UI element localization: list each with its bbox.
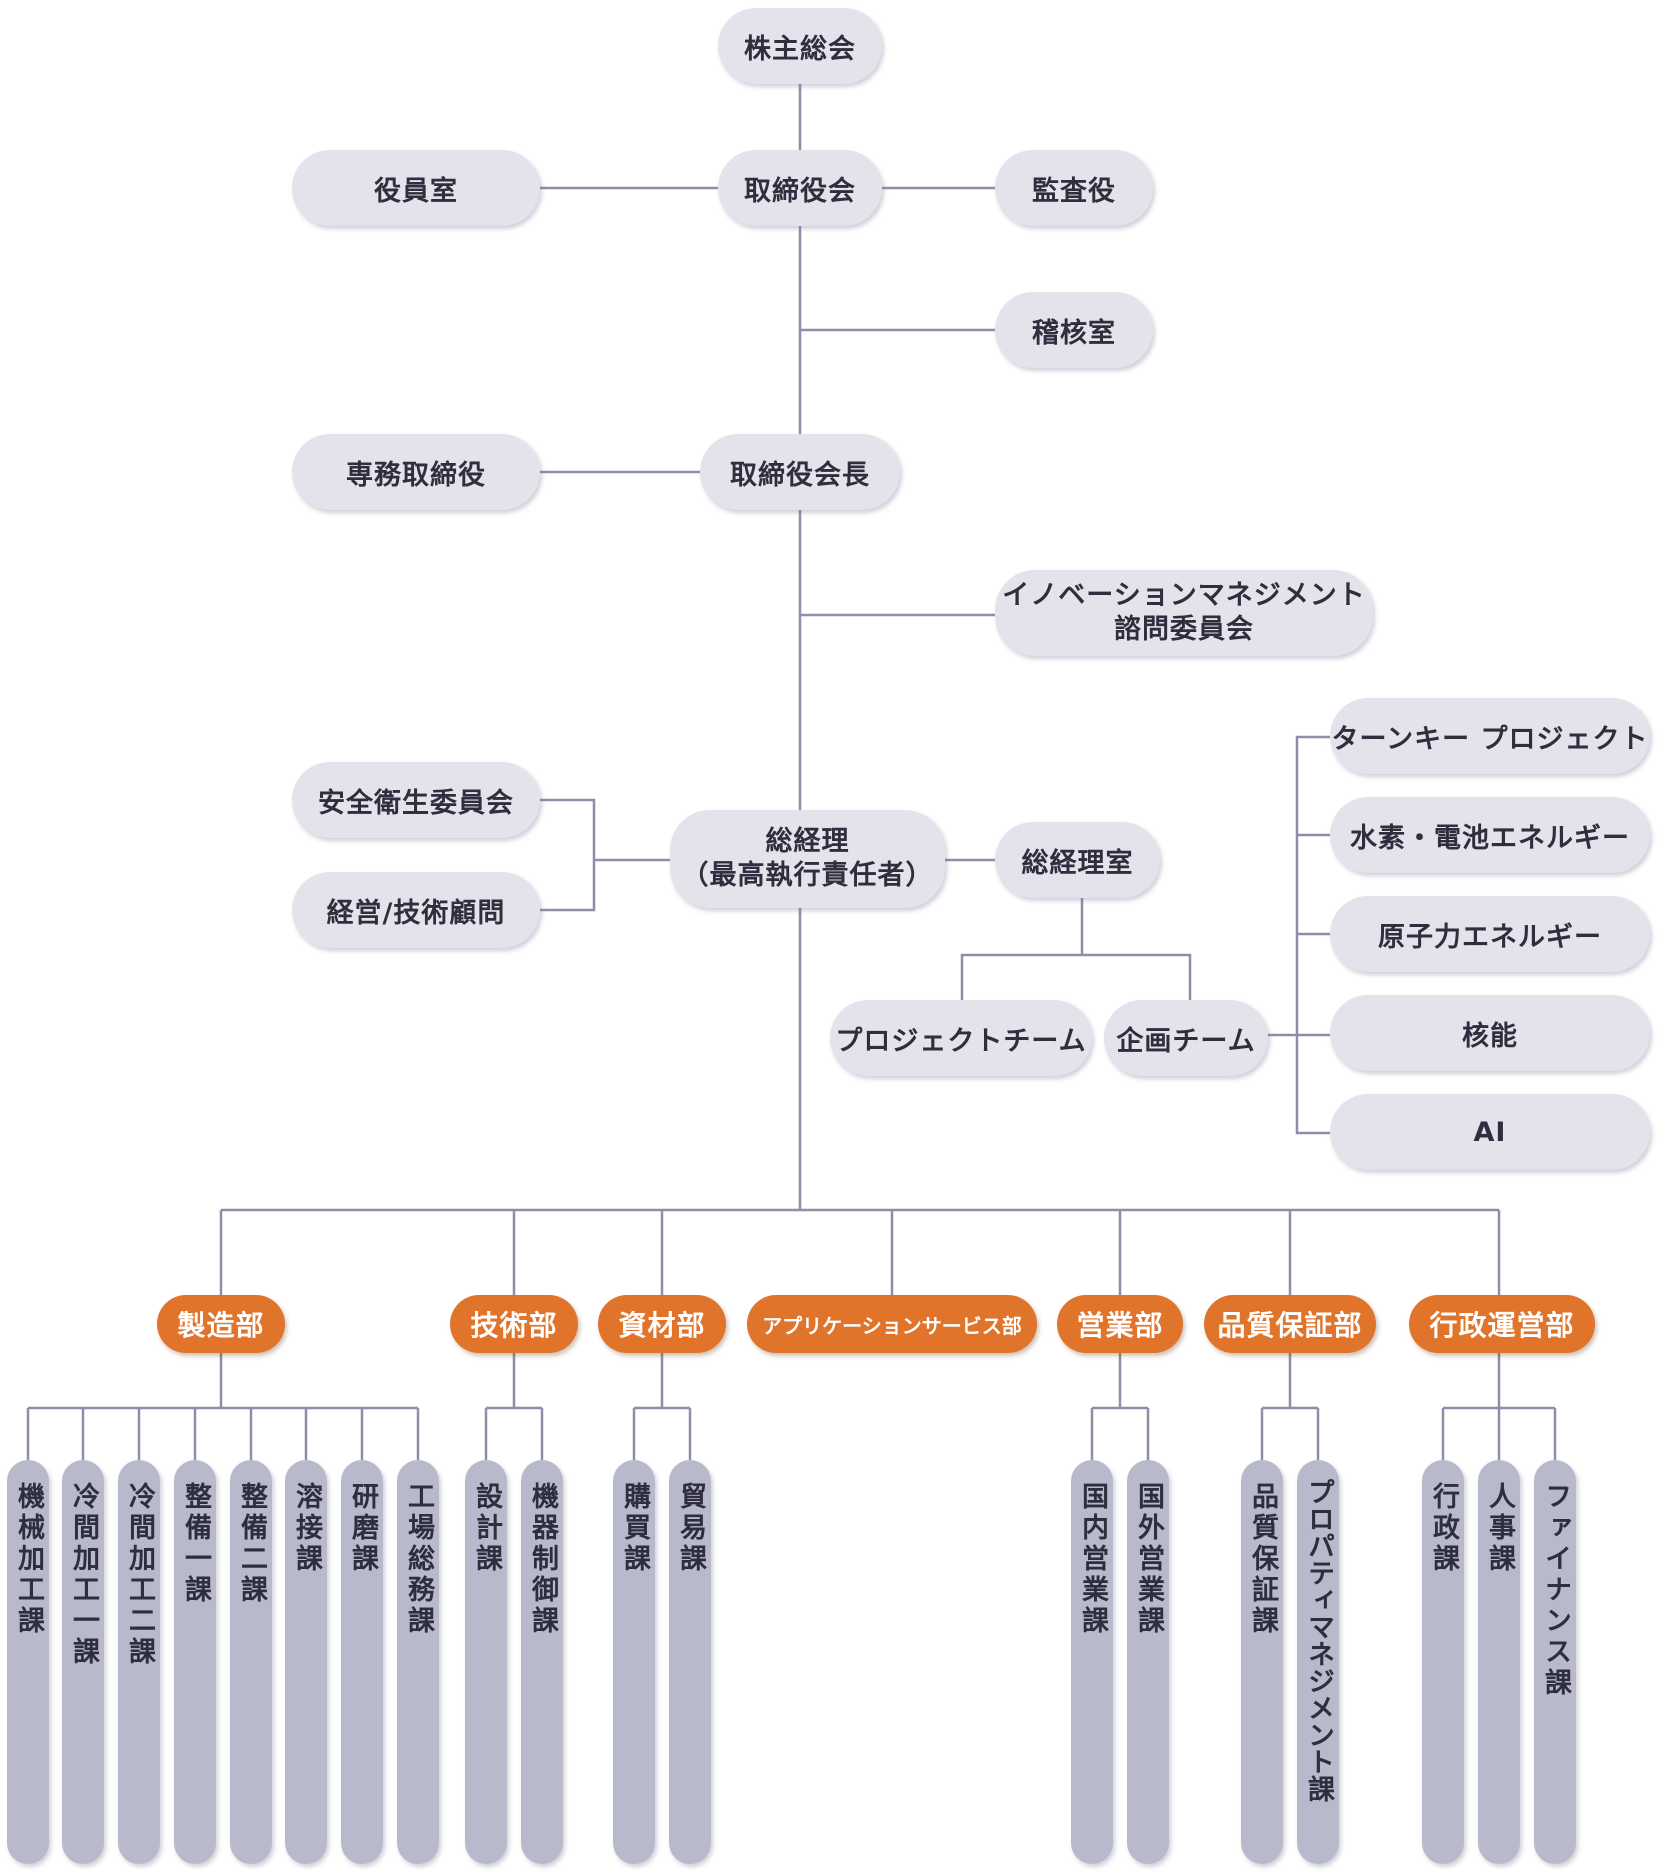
gm-office-node: 総経理室 (995, 822, 1160, 898)
node-label: 取締役会長 (730, 459, 870, 491)
department-node: 行政運営部 (1409, 1295, 1595, 1353)
general-manager-node: 総経理 （最高執行責任者） (670, 810, 945, 908)
section-label: 貿易課 (675, 1482, 706, 1575)
node-label: 取締役会 (744, 175, 856, 207)
section-node: 研磨課 (341, 1460, 383, 1864)
section-node: 整備一課 (174, 1460, 216, 1864)
node-label: 総経理 （最高執行責任者） (681, 826, 934, 891)
node-label: 役員室 (374, 175, 458, 207)
node-label: イノベーションマネジメント 諮問委員会 (1002, 580, 1366, 645)
section-label: 整備二課 (236, 1482, 267, 1606)
auditor-node: 監査役 (995, 150, 1153, 226)
section-node: 溶接課 (285, 1460, 327, 1864)
officers-office-node: 役員室 (292, 150, 540, 226)
planning-area-node: 原子力エネルギー (1330, 896, 1650, 972)
section-label: 工場総務課 (403, 1482, 434, 1637)
section-label: 品質保証課 (1247, 1482, 1278, 1637)
department-label: アプリケーションサービス部 (762, 1313, 1022, 1338)
section-label: 設計課 (471, 1482, 502, 1575)
section-label: 機器制御課 (527, 1482, 558, 1637)
node-label: プロジェクトチーム (835, 1025, 1087, 1057)
project-team-node: プロジェクトチーム (830, 1000, 1092, 1076)
section-label: ファイナンス課 (1540, 1482, 1571, 1699)
node-label: 株主総会 (744, 33, 856, 65)
section-label: 行政課 (1428, 1482, 1459, 1575)
section-label: 国外営業課 (1133, 1482, 1164, 1637)
board-of-directors-node: 取締役会 (718, 150, 882, 226)
section-label: 人事課 (1484, 1482, 1515, 1575)
department-label: 技術部 (470, 1309, 558, 1342)
node-label: ターンキー プロジェクト (1331, 723, 1649, 755)
section-label: 購買課 (619, 1482, 650, 1575)
department-node: 品質保証部 (1204, 1295, 1376, 1353)
planning-area-node: AI (1330, 1094, 1650, 1170)
planning-area-node: 核能 (1330, 995, 1650, 1071)
node-label: 核能 (1462, 1020, 1518, 1052)
section-node: 貿易課 (669, 1460, 711, 1864)
department-label: 行政運営部 (1429, 1309, 1575, 1342)
section-label: 冷間加工二課 (124, 1482, 155, 1668)
section-label: プロパティマネジメント課 (1303, 1478, 1334, 1802)
section-node: ファイナンス課 (1534, 1460, 1576, 1864)
section-label: 溶接課 (291, 1482, 322, 1575)
executive-director-node: 専務取締役 (292, 434, 540, 510)
safety-committee-node: 安全衛生委員会 (292, 762, 540, 838)
section-node: 整備二課 (230, 1460, 272, 1864)
section-node: 国外営業課 (1127, 1460, 1169, 1864)
section-node: 国内営業課 (1071, 1460, 1113, 1864)
department-label: 営業部 (1076, 1309, 1164, 1342)
section-label: 整備一課 (180, 1482, 211, 1606)
section-node: 冷間加工二課 (118, 1460, 160, 1864)
innovation-committee-node: イノベーションマネジメント 諮問委員会 (995, 570, 1373, 656)
node-label: AI (1473, 1116, 1507, 1148)
section-node: 冷間加工一課 (62, 1460, 104, 1864)
section-label: 研磨課 (347, 1482, 378, 1575)
department-label: 品質保証部 (1217, 1309, 1363, 1342)
section-label: 機械加工課 (13, 1482, 44, 1637)
section-node: 機械加工課 (7, 1460, 49, 1864)
node-label: 安全衛生委員会 (318, 787, 514, 819)
audit-office-node: 稽核室 (995, 292, 1153, 368)
section-node: 行政課 (1422, 1460, 1464, 1864)
node-label: 稽核室 (1032, 317, 1116, 349)
section-node: 設計課 (465, 1460, 507, 1864)
advisors-node: 経営/技術顧問 (292, 872, 540, 948)
section-node: 工場総務課 (397, 1460, 439, 1864)
department-label: 資材部 (618, 1309, 706, 1342)
department-node: アプリケーションサービス部 (747, 1295, 1037, 1353)
node-label: 監査役 (1032, 175, 1116, 207)
department-node: 製造部 (157, 1295, 285, 1353)
node-label: 水素・電池エネルギー (1350, 822, 1630, 854)
node-label: 原子力エネルギー (1378, 921, 1602, 953)
section-node: 品質保証課 (1241, 1460, 1283, 1864)
planning-area-node: ターンキー プロジェクト (1330, 698, 1650, 774)
planning-area-node: 水素・電池エネルギー (1330, 797, 1650, 873)
node-label: 経営/技術顧問 (326, 897, 506, 929)
planning-team-node: 企画チーム (1104, 1000, 1268, 1076)
section-node: 機器制御課 (521, 1460, 563, 1864)
department-node: 資材部 (598, 1295, 726, 1353)
section-node: 人事課 (1478, 1460, 1520, 1864)
node-label: 企画チーム (1116, 1025, 1256, 1057)
section-node: プロパティマネジメント課 (1297, 1460, 1339, 1864)
section-node: 購買課 (613, 1460, 655, 1864)
node-label: 専務取締役 (346, 459, 486, 491)
department-node: 技術部 (450, 1295, 578, 1353)
department-node: 営業部 (1057, 1295, 1183, 1353)
section-label: 冷間加工一課 (68, 1482, 99, 1668)
shareholders-meeting-node: 株主総会 (718, 8, 882, 84)
department-label: 製造部 (177, 1309, 265, 1342)
node-label: 総経理室 (1021, 847, 1134, 879)
section-label: 国内営業課 (1077, 1482, 1108, 1637)
chairman-node: 取締役会長 (700, 434, 900, 510)
